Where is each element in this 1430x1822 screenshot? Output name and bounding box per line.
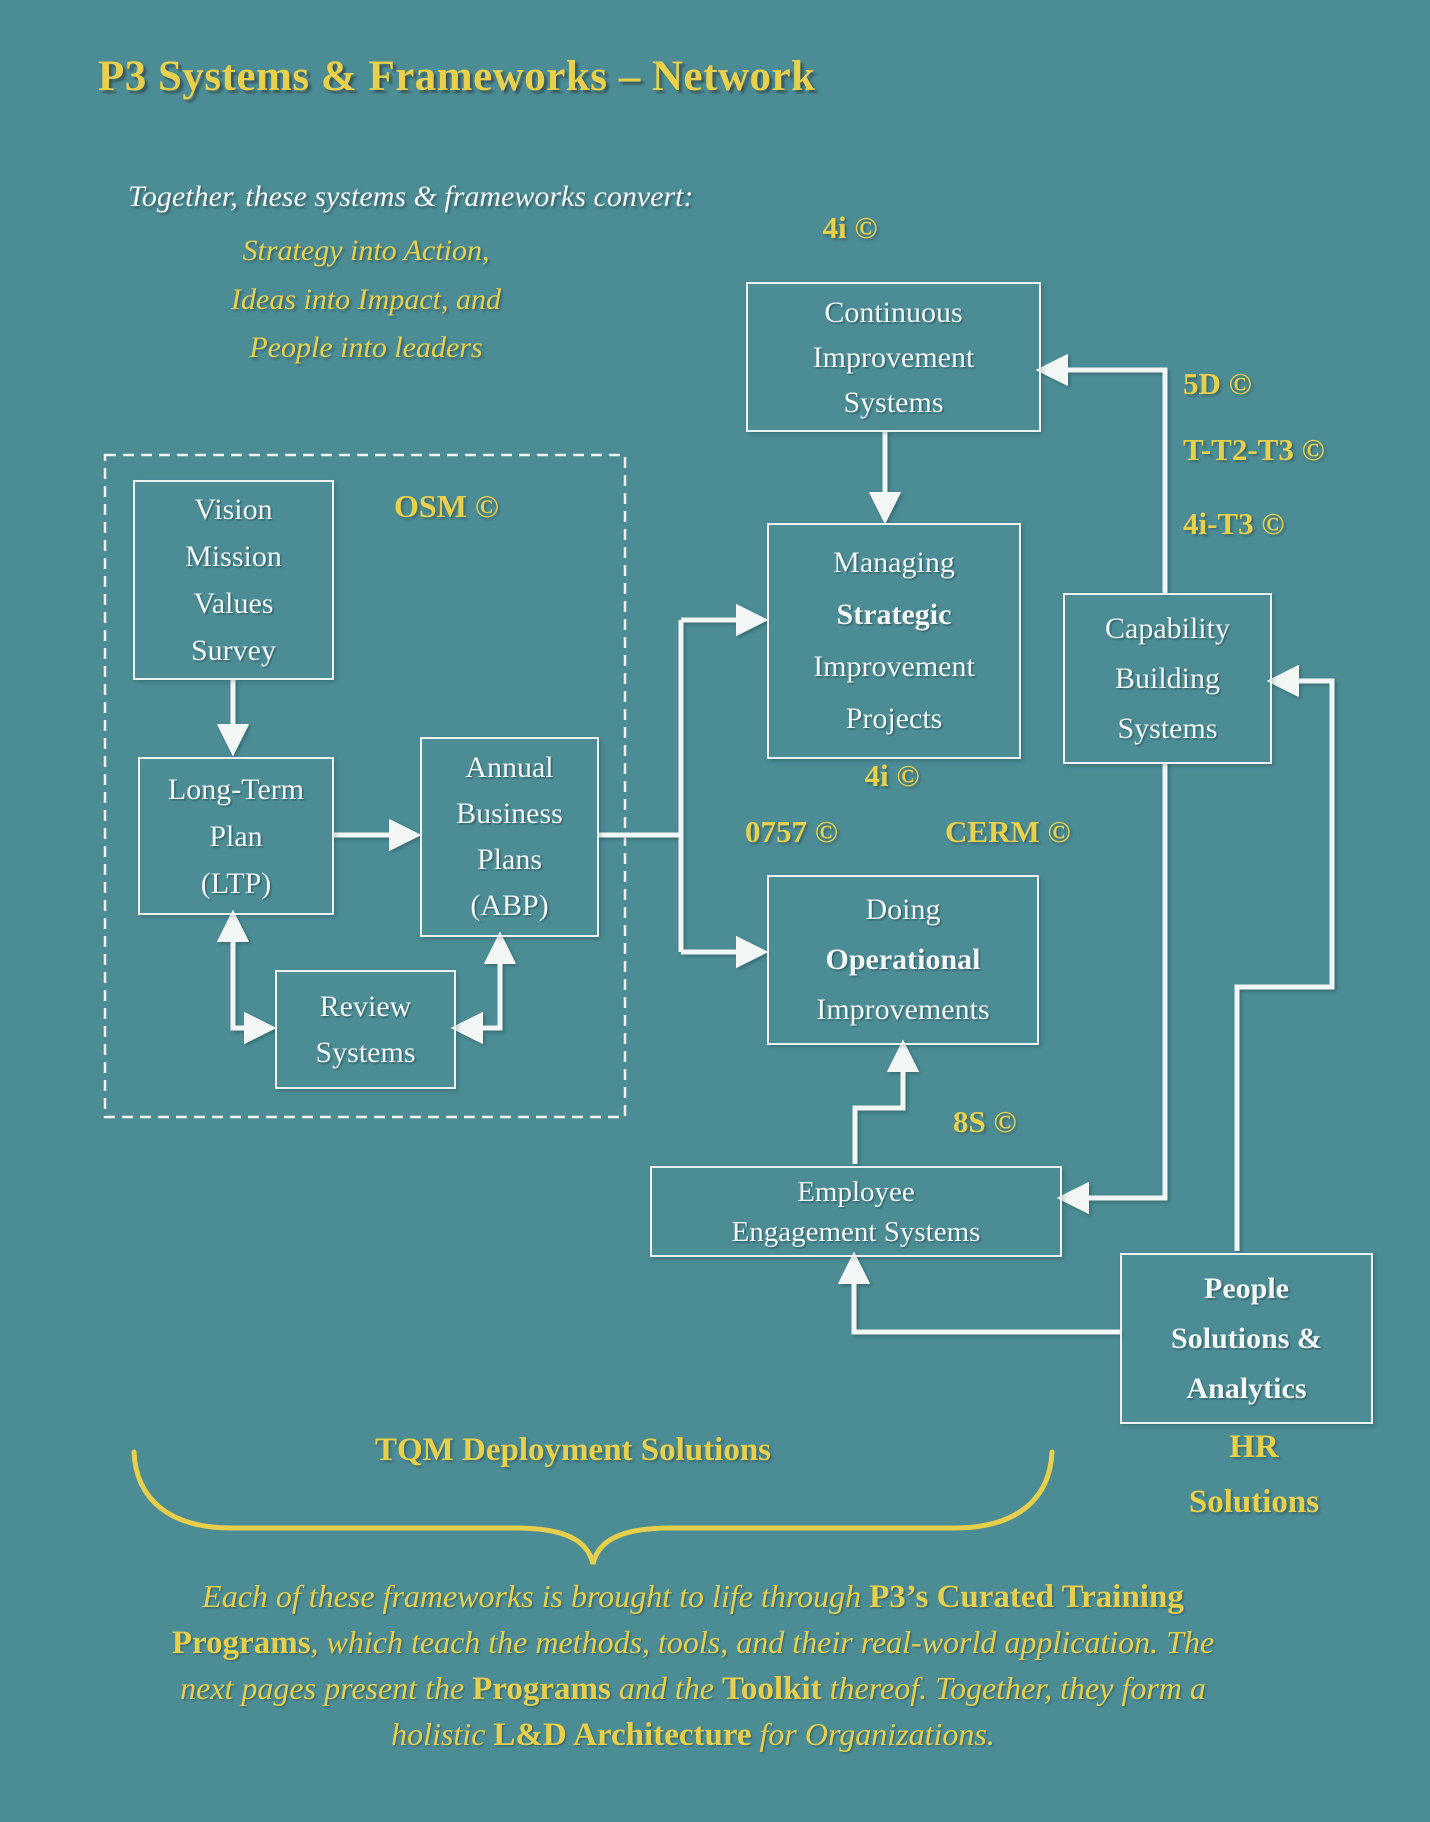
paragraph-run: holistic [391,1716,494,1752]
label-4i-bottom: 4i © [864,758,920,793]
label-t-t2-t3: T-T2-T3 © [1183,432,1325,467]
box-line: Improvement [812,340,975,374]
paragraph-run: Toolkit [721,1671,822,1707]
box-line: Managing [833,546,955,579]
box-line: Improvement [813,650,975,683]
box-continuous-improvement-systems: Continuous Improvement Systems [746,282,1041,432]
label-5d: 5D © [1183,366,1252,401]
box-line: (ABP) [470,889,549,922]
intro-people: People into leaders [249,331,483,364]
box-line: Systems [315,1035,416,1069]
page-title: P3 Systems & Frameworks – Network [98,53,816,100]
box-line: Annual [465,751,554,784]
label-4i-t3: 4i-T3 © [1183,506,1285,541]
box-line: Values [193,587,274,620]
box-line: Employee [797,1175,915,1208]
box-line: Analytics [1186,1371,1307,1405]
box-capability-building-systems: Capability Building Systems [1063,593,1272,764]
box-line: Long-Term [167,772,305,806]
box-vision-mission-values-survey: Vision Mission Values Survey [133,480,334,680]
box-line: Projects [845,702,943,735]
box-line: Plans [476,843,542,876]
box-line: Capability [1105,611,1230,645]
box-line: Business [456,797,563,830]
box-annual-business-plans: Annual Business Plans (ABP) [420,737,599,937]
label-hr-solutions: Solutions [1188,1484,1320,1520]
intro-line: Together, these systems & frameworks con… [128,180,694,213]
box-line: Plan [209,819,263,853]
box-line: Engagement Systems [731,1215,981,1248]
box-review-systems: Review Systems [275,970,456,1089]
paragraph-run: , which teach the methods, tools, and th… [310,1624,1215,1660]
paragraph-run: P3’s Curated Training [869,1579,1184,1615]
arrow-ees-to-doi [852,1039,920,1164]
box-long-term-plan: Long-Term Plan (LTP) [138,757,334,915]
arrow-abp-review [450,931,517,1045]
box-line: Survey [191,634,276,667]
paragraph-run: for Organizations. [751,1716,995,1752]
label-8s: 8S © [953,1104,1017,1139]
paragraph-run: thereof. Together, they form a [821,1670,1206,1706]
line-abp-splitter [597,620,684,952]
box-line: Operational [825,943,981,976]
closing-paragraph-line: next pages present the Programs and the … [180,1670,1206,1708]
box-line: Continuous [824,295,963,329]
box-line: Systems [1117,711,1218,745]
label-osm: OSM © [394,488,499,524]
arrow-cbs-to-ees [1056,762,1168,1215]
arrow-ltp-review [216,909,277,1045]
label-hr: HR [1229,1429,1279,1465]
box-line: Building [1114,661,1220,695]
box-line: Strategic [836,598,952,631]
paragraph-run: Programs [171,1625,311,1661]
paragraph-run: Programs [472,1671,611,1707]
paragraph-run: Each of these frameworks is brought to l… [202,1578,870,1614]
label-tqm-deployment-solutions: TQM Deployment Solutions [374,1432,772,1468]
box-line: Vision [194,493,273,526]
intro-strategy: Strategy into Action, [242,234,490,267]
closing-paragraph-line: Each of these frameworks is brought to l… [202,1578,1184,1616]
label-0757: 0757 © [745,814,838,849]
paragraph-run: L&D Architecture [493,1717,752,1753]
intro-ideas: Ideas into Impact, and [231,283,501,316]
arrow-cbs-to-cis [1035,353,1168,593]
box-line: Review [319,989,412,1023]
arrow-psa-to-ees [837,1251,1120,1335]
box-line: Doing [865,893,941,926]
closing-paragraph-line: Programs, which teach the methods, tools… [172,1624,1214,1662]
box-managing-strategic-improvement-projects: Managing Strategic Improvement Projects [767,523,1021,759]
box-line: Solutions & [1171,1321,1322,1355]
closing-paragraph-line: holistic L&D Architecture for Organizati… [391,1716,995,1754]
tqm-brace [131,1449,1055,1565]
box-line: Systems [843,385,944,419]
box-line: People [1204,1271,1289,1305]
paragraph-run: and the [610,1670,722,1706]
dashed-group-frame [103,453,627,1119]
box-line: (LTP) [200,866,272,900]
box-people-solutions-analytics: People Solutions & Analytics [1120,1253,1373,1424]
paragraph-run: next pages present the [180,1670,473,1706]
box-doing-operational-improvements: Doing Operational Improvements [767,875,1039,1045]
box-line: Mission [185,540,282,573]
arrow-psa-to-cbs [1234,664,1335,1251]
label-4i-top: 4i © [822,210,878,245]
box-employee-engagement-systems: Employee Engagement Systems [650,1166,1062,1257]
label-cerm: CERM © [945,814,1071,849]
box-line: Improvements [816,993,990,1026]
